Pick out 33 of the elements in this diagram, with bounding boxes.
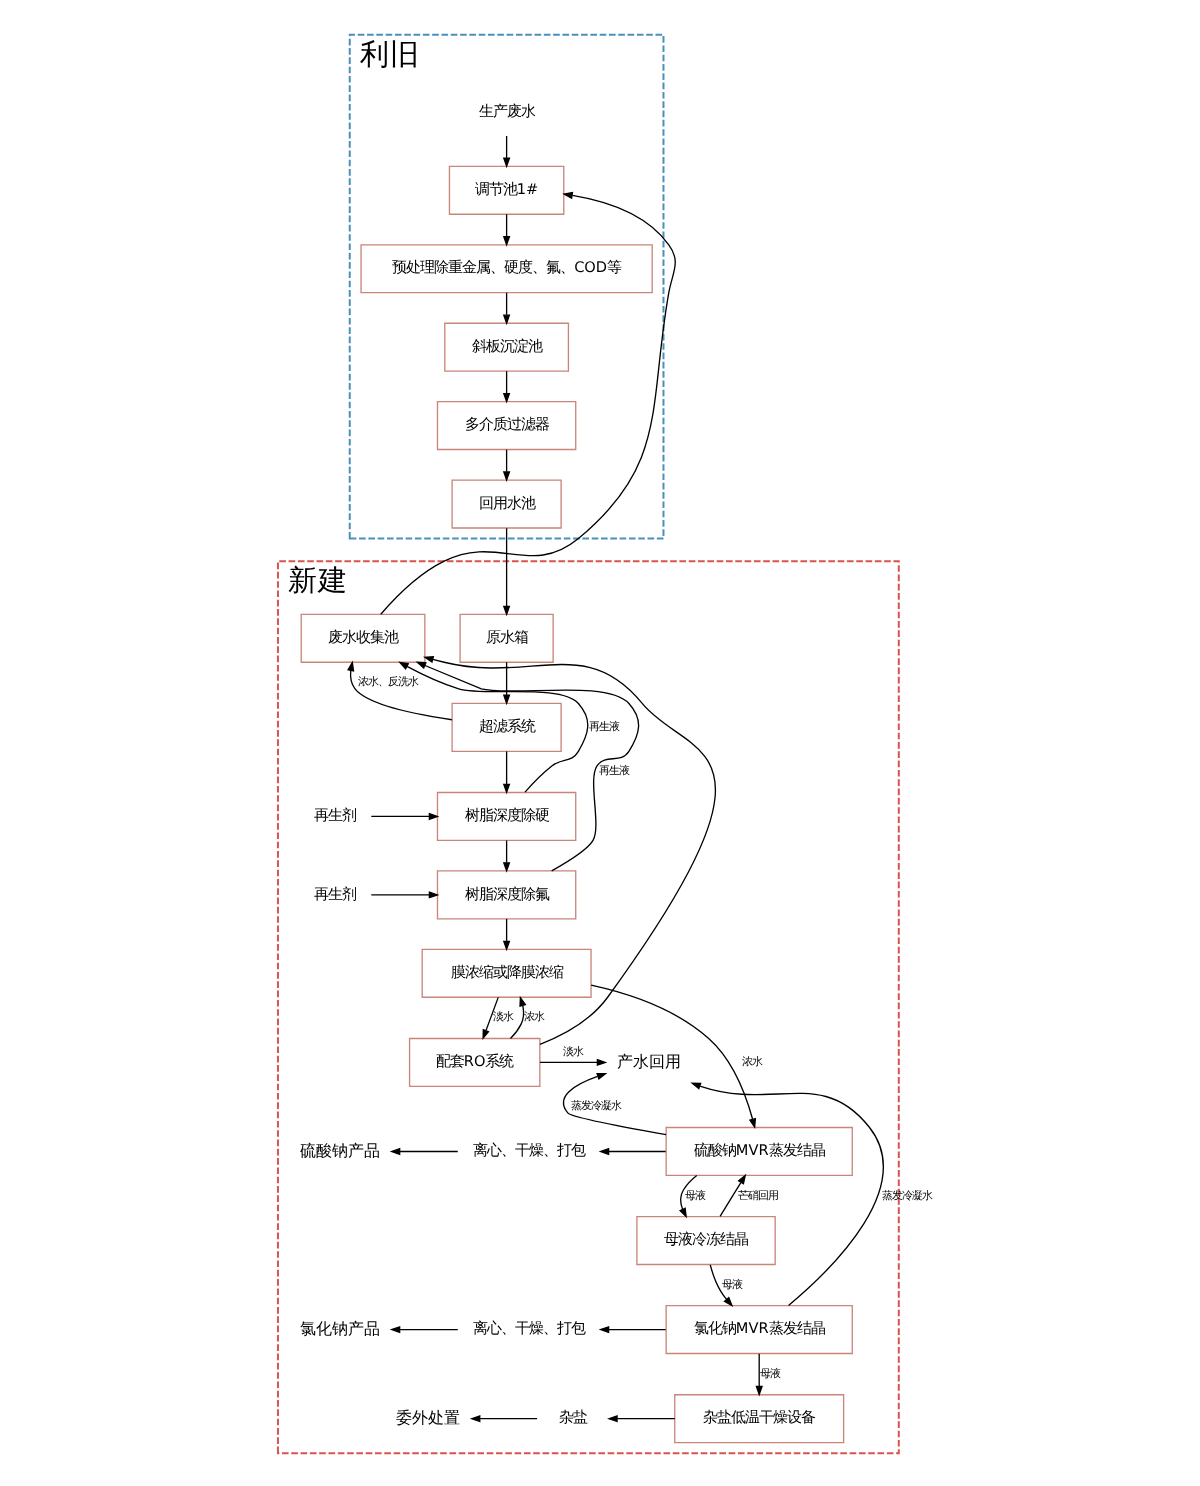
arrow [708,1263,733,1306]
arrow [468,1413,537,1422]
arrow [538,1057,607,1066]
arrow [606,1413,675,1422]
arrow [481,995,498,1040]
arrow [501,526,510,616]
arrow [501,134,510,168]
arrow [561,1071,666,1135]
arrow [421,654,716,1044]
arrow [501,660,510,705]
arrow [397,660,588,792]
arrow [508,994,526,1039]
arrow [501,212,510,246]
arrow [414,660,639,871]
arrow [689,1081,883,1306]
arrow [589,983,756,1129]
arrow [597,1146,666,1155]
arrow [501,448,510,481]
arrow [369,811,439,820]
arrow [677,1173,697,1218]
arrow [718,1172,746,1216]
arrow [369,890,439,898]
arrow [388,1146,458,1155]
arrow [597,1324,666,1333]
arrow [501,838,510,872]
arrow [501,749,510,794]
arrow [501,369,510,403]
arrow [501,291,510,325]
arrow [501,917,510,951]
arrow [388,1324,458,1333]
arrow [346,659,452,720]
arrow [379,190,675,614]
arrow [754,1351,762,1396]
